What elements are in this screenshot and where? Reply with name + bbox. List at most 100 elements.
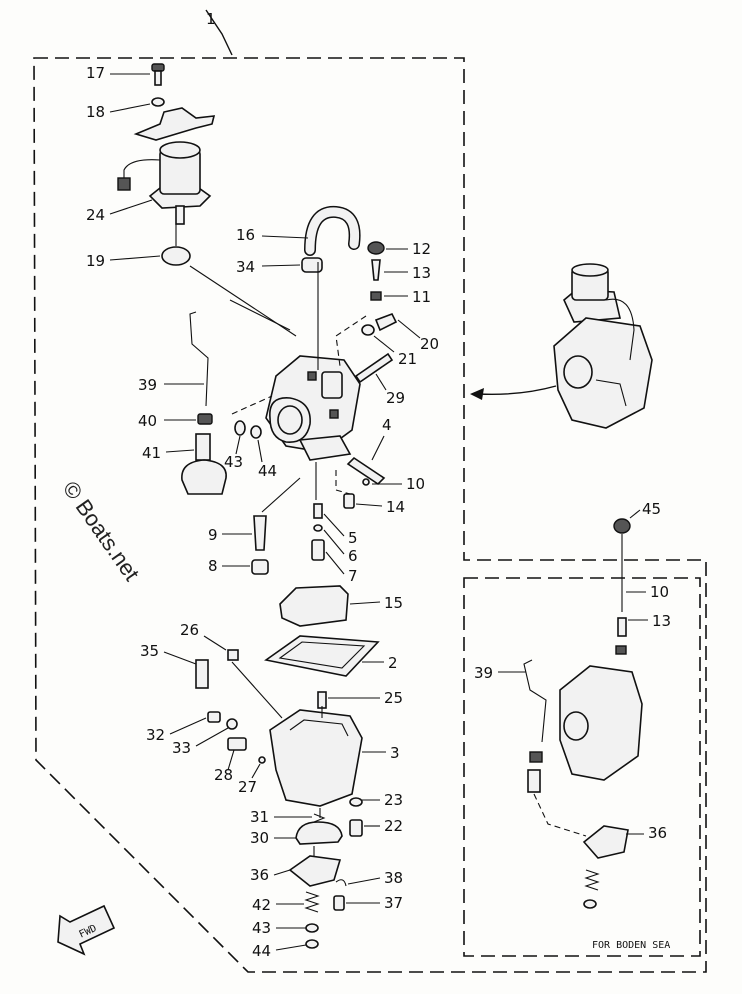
part-41-sleeve[interactable] — [195, 433, 211, 461]
leader-line-16 — [261, 235, 309, 239]
callout-44b: 44 — [252, 942, 271, 960]
callout-13b: 13 — [652, 612, 671, 630]
callout-3: 3 — [390, 744, 400, 762]
leader-line-5 — [323, 513, 345, 537]
part-11-ring[interactable] — [370, 291, 382, 301]
part-26-screw[interactable] — [227, 649, 239, 661]
assembly-boundary — [33, 57, 707, 973]
part-38-clip[interactable] — [335, 879, 347, 887]
part-5-jet[interactable] — [313, 503, 323, 519]
callout-8: 8 — [208, 557, 218, 575]
leader-line-28 — [227, 749, 235, 771]
part-6-washer[interactable] — [313, 524, 323, 532]
part-12-cap[interactable] — [367, 241, 385, 255]
callout-38: 38 — [384, 869, 403, 887]
part-33-washer[interactable] — [226, 718, 238, 730]
leader-line-27 — [251, 763, 261, 779]
leader-line-20 — [397, 319, 421, 339]
callout-28: 28 — [214, 766, 233, 784]
leader-line-44b — [275, 944, 307, 951]
part-37-screw[interactable] — [333, 895, 345, 911]
callout-35: 35 — [140, 642, 159, 660]
part-27-ring[interactable] — [258, 756, 266, 764]
part-22-screw[interactable] — [349, 819, 363, 837]
part-18-washer[interactable] — [151, 97, 165, 107]
leader-line-6 — [323, 529, 345, 555]
part-25-jet[interactable] — [317, 691, 327, 709]
part-34-clip[interactable] — [301, 257, 323, 273]
part-42-spring[interactable] — [304, 891, 320, 913]
part-2-gasket[interactable] — [264, 635, 380, 677]
callout-43b: 43 — [252, 919, 271, 937]
callout-6: 6 — [348, 547, 358, 565]
inset-boundary — [463, 577, 701, 957]
leader-line-21 — [373, 335, 395, 353]
leader-line-14 — [355, 503, 383, 507]
part-15-float[interactable] — [279, 585, 349, 627]
view-arrow — [477, 385, 557, 395]
leader-line-18 — [109, 103, 151, 113]
callout-40: 40 — [138, 412, 157, 430]
fwd-arrow: FWD — [57, 904, 116, 956]
callout-20: 20 — [420, 335, 439, 353]
part-30-diaphragm[interactable] — [295, 821, 343, 845]
callout-36: 36 — [250, 866, 269, 884]
callout-39b: 39 — [474, 664, 493, 682]
part-carburetor-body[interactable] — [265, 355, 361, 461]
callout-16: 16 — [236, 226, 255, 244]
part-13-needle[interactable] — [371, 259, 381, 281]
leader-line-4 — [371, 435, 385, 461]
leader-line-24 — [109, 199, 153, 215]
leader-line-32 — [169, 717, 207, 735]
callout-26: 26 — [180, 621, 199, 639]
part-39-link-rod[interactable] — [189, 311, 209, 407]
part-28-drain-screw[interactable] — [227, 737, 247, 751]
callout-15: 15 — [384, 594, 403, 612]
part-35-pin[interactable] — [195, 659, 209, 689]
part-23-washer[interactable] — [349, 797, 363, 807]
leader-line-7 — [325, 551, 345, 575]
callout-14: 14 — [386, 498, 405, 516]
callout-41: 41 — [142, 444, 161, 462]
inset-carburetor — [523, 518, 643, 909]
callout-24: 24 — [86, 206, 105, 224]
part-7-plug[interactable] — [311, 539, 325, 561]
part-43b-washer[interactable] — [305, 923, 319, 933]
part-29-stop-screw[interactable] — [354, 352, 394, 384]
part-19-o-ring[interactable] — [161, 246, 191, 266]
callout-12: 12 — [412, 240, 431, 258]
callout-39: 39 — [138, 376, 157, 394]
part-20-21-pilot-screw[interactable] — [361, 312, 398, 336]
part-3-float-chamber[interactable] — [269, 709, 363, 807]
callout-11: 11 — [412, 288, 431, 306]
callout-25: 25 — [384, 689, 403, 707]
callout-34: 34 — [236, 258, 255, 276]
leader-line-38 — [347, 877, 381, 885]
callout-10b: 10 — [650, 583, 669, 601]
leader-line-33 — [195, 727, 229, 747]
part-36-cover[interactable] — [288, 855, 342, 887]
leader-line-36 — [273, 869, 291, 876]
assembly-guide-lines — [175, 224, 367, 856]
callout-31: 31 — [250, 808, 269, 826]
part-9-nozzle[interactable] — [253, 515, 267, 551]
part-32-screw[interactable] — [207, 711, 221, 723]
view-arrowhead — [470, 388, 484, 400]
part-40-nut[interactable] — [197, 413, 213, 425]
assembly-bracket: 1 — [205, 9, 233, 56]
callout-27: 27 — [238, 778, 257, 796]
callout-43: 43 — [224, 453, 243, 471]
part-10-ball[interactable] — [362, 478, 370, 486]
leader-line-15 — [349, 601, 381, 605]
part-24-solenoid[interactable] — [117, 141, 212, 225]
part-43-seal[interactable] — [234, 420, 246, 436]
part-8-plug[interactable] — [251, 559, 269, 575]
part-17-screw[interactable] — [151, 63, 165, 86]
leader-line-19 — [109, 255, 161, 261]
callout-5: 5 — [348, 529, 358, 547]
part-44-seal[interactable] — [250, 425, 262, 439]
part-14-jet[interactable] — [343, 493, 355, 509]
part-44b-clip[interactable] — [305, 939, 319, 949]
